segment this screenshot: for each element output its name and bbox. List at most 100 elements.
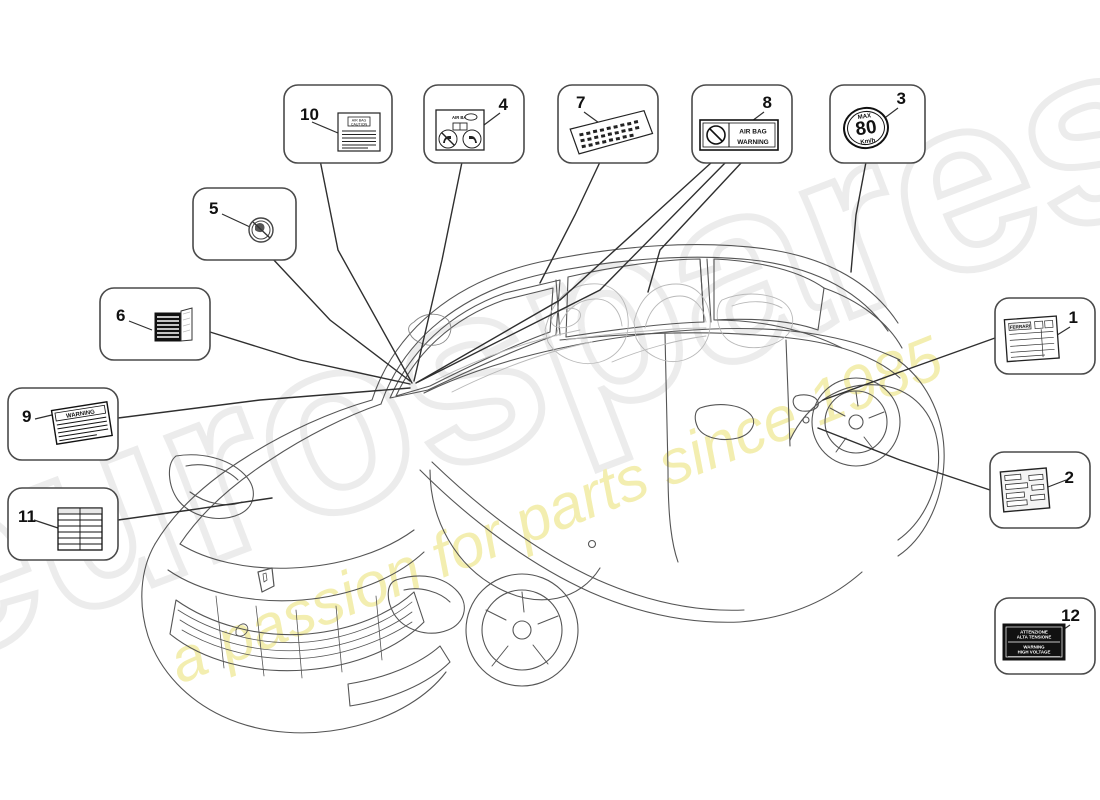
windscreen-glass xyxy=(395,287,554,397)
callout-6-pointer xyxy=(128,320,153,331)
callout-12-line1: ATTENZIONE xyxy=(1020,630,1048,635)
roofline-inner xyxy=(380,256,889,405)
callout-4-number: 4 xyxy=(499,95,509,114)
b-pillar-2 xyxy=(706,258,712,323)
callout-8-label-line2: WARNING xyxy=(737,139,768,146)
leader-line-8a xyxy=(415,161,713,384)
grille-slats xyxy=(177,595,413,679)
callout-11[interactable]: 11 xyxy=(7,487,119,561)
front-hub xyxy=(512,620,532,640)
striped-black-tag-icon xyxy=(154,307,193,342)
warning-label-icon: WARNING xyxy=(50,401,113,445)
interior-group xyxy=(408,283,794,393)
callout-9-number: 9 xyxy=(22,407,31,426)
callout-9-label-warning: WARNING xyxy=(66,409,96,420)
callout-10-pointer xyxy=(311,121,339,134)
callout-1[interactable]: 1 FERRARI xyxy=(994,297,1096,375)
air-bag-warning-icon: AIR BAG WARNING xyxy=(699,119,779,151)
right-headlight xyxy=(387,575,465,634)
rear-wheel-arch xyxy=(789,384,940,541)
callout-6-number: 6 xyxy=(116,306,125,325)
rocker-sill-inner xyxy=(431,461,745,611)
callout-12[interactable]: 12 ATTENZIONE ALTA TENSIONE WARNING HIGH… xyxy=(994,597,1096,675)
perforated-plate-icon xyxy=(569,109,654,155)
callout-5-pointer xyxy=(221,213,251,228)
high-voltage-plate-icon: ATTENZIONE ALTA TENSIONE WARNING HIGH VO… xyxy=(1002,623,1066,661)
rear-wheel-rim xyxy=(824,390,888,454)
callout-12-number: 12 xyxy=(1061,606,1080,625)
shield-badge xyxy=(257,567,275,593)
rear-deck xyxy=(823,287,903,349)
callout-11-number: 11 xyxy=(18,507,36,526)
door-handle xyxy=(792,394,819,412)
callout-4[interactable]: 4 AIR BAG xyxy=(423,84,525,164)
door-top-edge xyxy=(559,332,901,379)
callout-12-line2: ALTA TENSIONE xyxy=(1017,635,1052,640)
callout-3-number: 3 xyxy=(897,89,906,108)
front-grille xyxy=(169,591,425,672)
hood-front-edge xyxy=(179,529,415,569)
front-door-shutline xyxy=(664,333,679,563)
front-splitter xyxy=(347,645,451,707)
air-bag-child-seat-icon: AIR BAG xyxy=(435,109,485,151)
leader-line-8c xyxy=(647,161,743,293)
callout-9[interactable]: 9 WARNING xyxy=(7,387,119,461)
badge-horse xyxy=(262,572,268,583)
leader-line-1 xyxy=(822,337,996,401)
ferrari-data-plate-icon: FERRARI xyxy=(1003,315,1060,363)
callout-7[interactable]: 7 xyxy=(557,84,659,164)
leader-line-8b xyxy=(417,161,727,383)
front-tyre xyxy=(465,573,579,687)
callout-5[interactable]: 5 xyxy=(192,187,297,261)
callout-4-pointer xyxy=(483,112,501,126)
leader-line-9 xyxy=(117,387,411,419)
callout-10[interactable]: 10 AIR BAG CAUTION xyxy=(283,84,393,164)
rear-tyre xyxy=(811,377,901,467)
specification-plate-icon xyxy=(999,467,1051,513)
grid-table-label-icon xyxy=(57,507,103,551)
callout-6[interactable]: 6 xyxy=(99,287,211,361)
callout-10-label-line2: CAUTION xyxy=(351,123,368,127)
callout-2-number: 2 xyxy=(1065,468,1074,487)
door-lock xyxy=(802,416,810,424)
rear-shoulder xyxy=(713,319,843,349)
callout-10-number: 10 xyxy=(300,105,319,124)
grille-horse-emblem xyxy=(235,623,249,637)
front-wheel-arch xyxy=(429,469,601,601)
leader-line-5 xyxy=(271,257,411,382)
air-bag-caution-label-icon: AIR BAG CAUTION xyxy=(337,112,381,152)
lower-body-rear xyxy=(739,571,863,623)
callout-3[interactable]: 3 MAX 80 Km/h xyxy=(829,84,926,164)
leader-line-10 xyxy=(319,159,413,384)
hood-top-left xyxy=(154,399,373,545)
front-wheel-spokes xyxy=(485,591,559,667)
callout-3-label-unit: Km/h xyxy=(860,138,876,146)
leader-line-7 xyxy=(539,161,601,284)
rear-door-shutline xyxy=(785,339,791,447)
callout-10-label-line1: AIR BAG xyxy=(352,119,367,123)
round-prohibition-sticker-icon xyxy=(248,217,274,243)
rear-wheel-spokes xyxy=(829,391,885,453)
front-wheel-rim xyxy=(481,589,563,671)
beltline xyxy=(423,327,901,394)
rocker-sill xyxy=(419,469,741,623)
callout-12-line3: WARNING xyxy=(1023,645,1045,650)
callout-3-label-max: MAX xyxy=(857,113,871,121)
leader-line-3 xyxy=(850,161,867,273)
callout-8-label-line1: AIR BAG xyxy=(739,129,766,136)
callout-4-label-line1: AIR BAG xyxy=(452,115,470,120)
callout-8[interactable]: 8 AIR BAG WARNING xyxy=(691,84,793,164)
callout-2[interactable]: 2 xyxy=(989,451,1091,529)
callout-12-line4: HIGH VOLTAGE xyxy=(1018,650,1051,655)
leader-line-6 xyxy=(209,331,411,385)
windscreen xyxy=(389,279,561,399)
roofline xyxy=(371,244,899,401)
bumper-top-line xyxy=(167,551,425,602)
rear-quarter-glass xyxy=(713,258,825,331)
callout-3-label-speed: 80 xyxy=(854,117,878,141)
leader-line-2 xyxy=(817,427,991,491)
